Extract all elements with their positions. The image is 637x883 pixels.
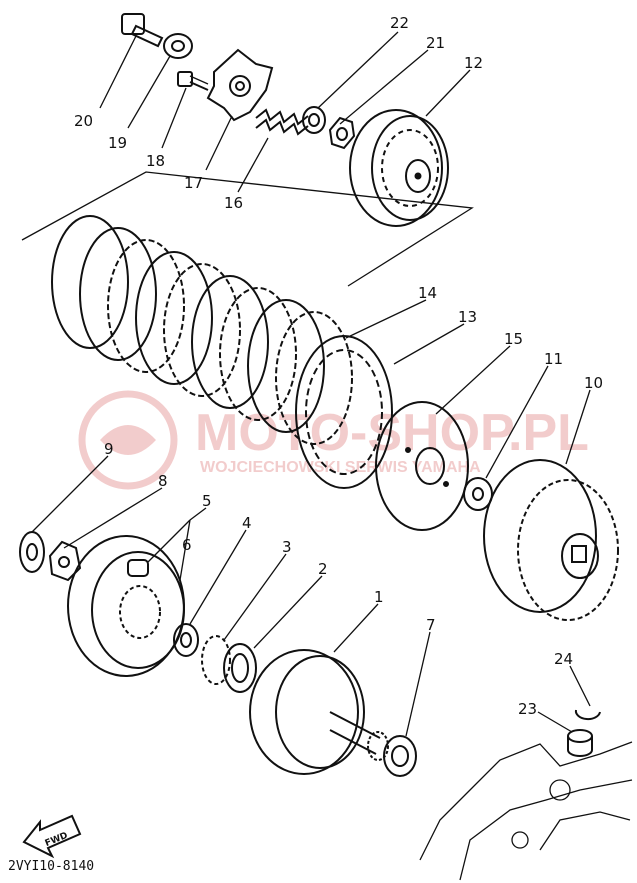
label-7: 7 (426, 616, 436, 634)
part-9-washer (19, 531, 45, 573)
part-18-screw (177, 71, 209, 91)
fwd-label: FWD (44, 831, 70, 849)
clutch-plate-stack (51, 215, 353, 445)
plate-stack-bracket (21, 171, 474, 287)
part-1-clutch-drum (249, 649, 389, 775)
label-3: 3 (282, 538, 292, 556)
label-6: 6 (182, 536, 192, 554)
label-4: 4 (242, 514, 252, 532)
part-10-clutch-housing (483, 459, 619, 621)
label-2: 2 (318, 560, 328, 578)
part-8-lock-plate (48, 540, 82, 582)
part-20-bolt (121, 13, 164, 48)
part-labels: 20 19 18 17 16 22 21 12 14 13 15 11 10 9… (74, 14, 603, 718)
part-7-washer (383, 735, 417, 777)
label-19: 19 (108, 134, 127, 152)
label-12: 12 (464, 54, 483, 72)
label-1: 1 (374, 588, 384, 606)
part-23-cap (567, 729, 593, 757)
part-3-one-way-clutch (201, 635, 231, 685)
label-13: 13 (458, 308, 477, 326)
fwd-arrow: FWD (22, 814, 82, 859)
label-20: 20 (74, 112, 93, 130)
part-16-spring (255, 108, 309, 136)
label-11: 11 (544, 350, 563, 368)
part-13-friction-plate (295, 335, 393, 489)
part-21-lock-washer (328, 116, 356, 150)
part-5-6-clutch-shoe (67, 535, 185, 677)
watermark-subtitle: WOJCIECHOWSKI SERWIS YAMAHA (200, 459, 481, 476)
part-11-thrust-washer (463, 477, 493, 511)
part-code: 2VYI10-8140 (8, 859, 94, 874)
label-16: 16 (224, 194, 243, 212)
label-22: 22 (390, 14, 409, 32)
label-21: 21 (426, 34, 445, 52)
crankcase-sketch (419, 741, 633, 881)
label-24: 24 (554, 650, 573, 668)
label-18: 18 (146, 152, 165, 170)
label-10: 10 (584, 374, 603, 392)
part-12-drive-gear (349, 109, 449, 227)
label-15: 15 (504, 330, 523, 348)
part-22-nut (302, 106, 326, 134)
label-8: 8 (158, 472, 168, 490)
label-14: 14 (418, 284, 437, 302)
label-17: 17 (184, 174, 203, 192)
part-24-circlip (574, 709, 601, 721)
part-19-bearing (163, 33, 193, 59)
label-23: 23 (518, 700, 537, 718)
part-2-bearing (223, 643, 257, 693)
part-4-washer (173, 623, 199, 657)
leader-lines (31, 31, 591, 737)
label-5: 5 (202, 492, 212, 510)
part-17-pressure-plate (206, 48, 274, 122)
label-9: 9 (104, 440, 114, 458)
part-15-plate (375, 401, 469, 531)
